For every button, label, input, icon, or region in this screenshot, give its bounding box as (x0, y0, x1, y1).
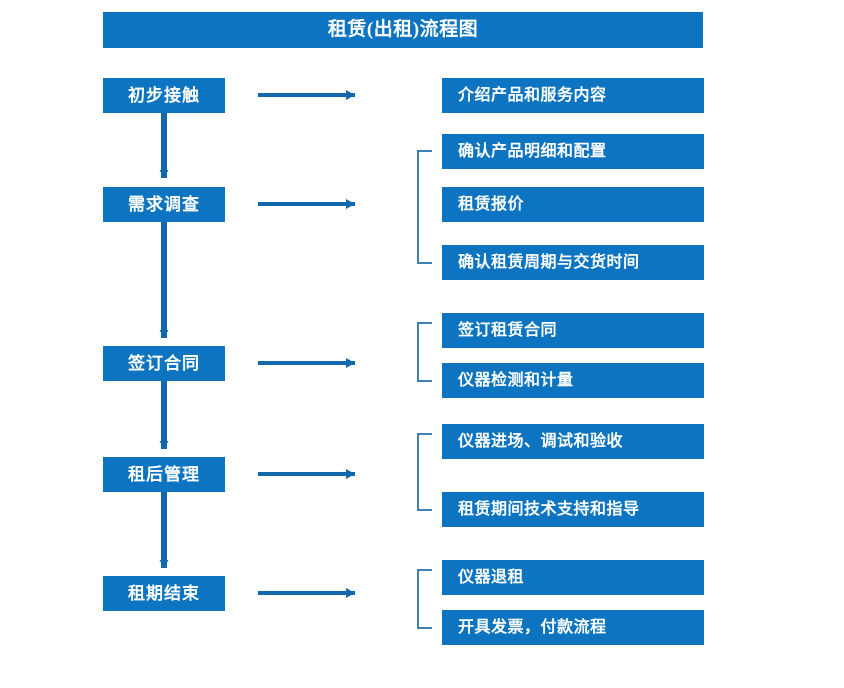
stage-box-4[interactable]: 租后管理 (103, 457, 225, 492)
detail-box-2-2[interactable]: 租赁报价 (442, 187, 704, 222)
detail-box-3-2[interactable]: 仪器检测和计量 (442, 363, 704, 398)
stage-box-1[interactable]: 初步接触 (103, 78, 225, 113)
bracket-group-5 (417, 569, 432, 629)
detail-box-3-1[interactable]: 签订租赁合同 (442, 313, 704, 348)
detail-box-2-3[interactable]: 确认租赁周期与交货时间 (442, 245, 704, 280)
stage-to-detail-arrows (258, 90, 355, 598)
detail-box-5-1[interactable]: 仪器退租 (442, 560, 704, 595)
stage-box-3[interactable]: 签订合同 (103, 346, 225, 381)
page-title: 租赁(出租)流程图 (103, 12, 703, 48)
detail-box-4-1[interactable]: 仪器进场、调试和验收 (442, 424, 704, 459)
detail-group-brackets (417, 150, 432, 629)
bracket-group-4 (417, 433, 432, 511)
detail-box-4-2[interactable]: 租赁期间技术支持和指导 (442, 492, 704, 527)
stage-box-5[interactable]: 租期结束 (103, 576, 225, 611)
detail-box-5-2[interactable]: 开具发票，付款流程 (442, 610, 704, 645)
stage-box-2[interactable]: 需求调查 (103, 187, 225, 222)
detail-box-1-1[interactable]: 介绍产品和服务内容 (442, 78, 704, 113)
bracket-group-3 (417, 322, 432, 382)
bracket-group-2 (417, 150, 432, 264)
detail-box-2-1[interactable]: 确认产品明细和配置 (442, 134, 704, 169)
